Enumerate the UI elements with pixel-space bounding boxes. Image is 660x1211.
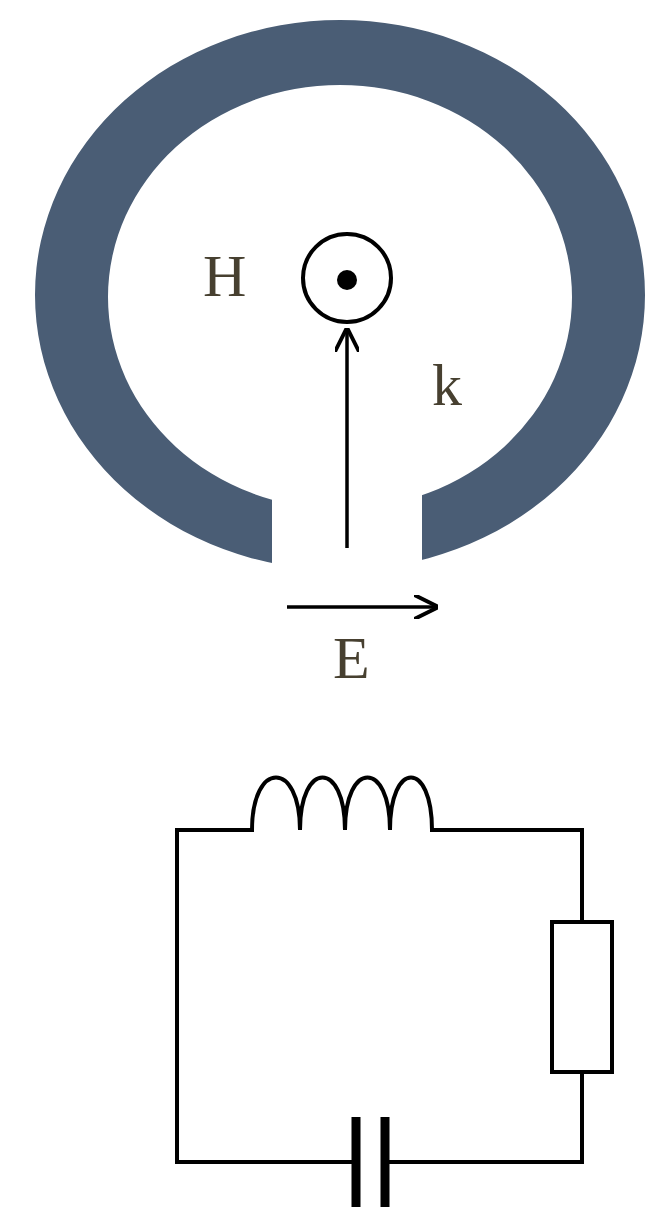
k-arrow bbox=[345, 330, 349, 548]
capacitor-symbol bbox=[356, 1117, 385, 1207]
wave-vector-label: k bbox=[432, 355, 462, 415]
field-out-dot bbox=[337, 270, 357, 290]
field-label: H bbox=[203, 246, 246, 306]
field-label: E bbox=[333, 628, 370, 688]
field-out-symbol bbox=[303, 234, 391, 322]
circuit-wires bbox=[177, 830, 582, 1162]
inductor-symbol bbox=[252, 778, 432, 831]
resistor-symbol bbox=[552, 922, 612, 1072]
e-arrow bbox=[287, 605, 436, 609]
